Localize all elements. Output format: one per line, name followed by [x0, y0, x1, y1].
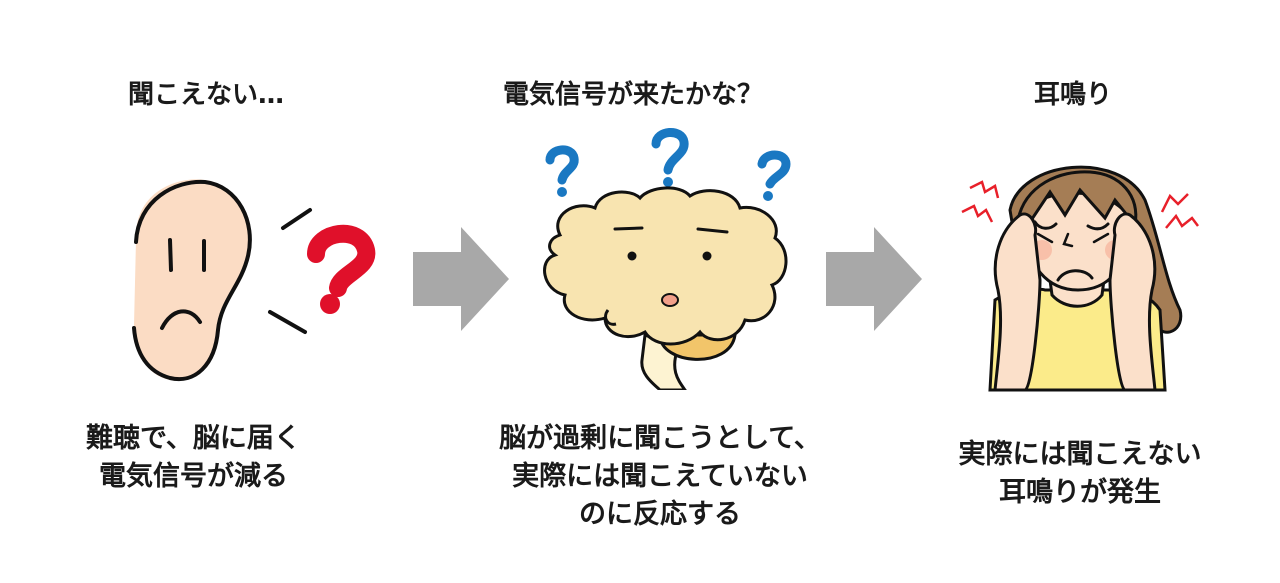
caption-line: 実際には聞こえない	[958, 439, 1202, 470]
tinnitus-zigzag-icon	[961, 180, 1199, 229]
step1-title: 聞こえない…	[128, 80, 285, 110]
caption-line: 難聴で、脳に届く	[86, 423, 301, 454]
woman-tinnitus-icon	[961, 165, 1199, 392]
step1-caption: 難聴で、脳に届く 電気信号が減る	[86, 420, 301, 496]
step3-caption: 実際には聞こえない 耳鳴りが発生	[920, 436, 1240, 512]
right-arrow-icon	[413, 227, 509, 331]
caption-line: 脳が過剰に聞こうとして、	[499, 423, 821, 454]
caption-line: のに反応する	[579, 499, 741, 530]
step3-title: 耳鳴り	[1034, 80, 1113, 110]
blue-question-mark-icon	[545, 128, 791, 189]
caption-line: 実際には聞こえていない	[512, 461, 808, 492]
red-question-mark-icon	[307, 224, 376, 314]
caption-line: 電気信号が減る	[98, 461, 288, 492]
step2-caption: 脳が過剰に聞こうとして、 実際には聞こえていない のに反応する	[470, 420, 850, 534]
right-arrow-icon	[826, 227, 922, 331]
confused-brain-icon	[543, 128, 791, 390]
caption-line: 耳鳴りが発生	[999, 477, 1161, 508]
sad-ear-icon	[132, 179, 376, 382]
step2-title: 電気信号が来たかな？	[503, 80, 764, 110]
